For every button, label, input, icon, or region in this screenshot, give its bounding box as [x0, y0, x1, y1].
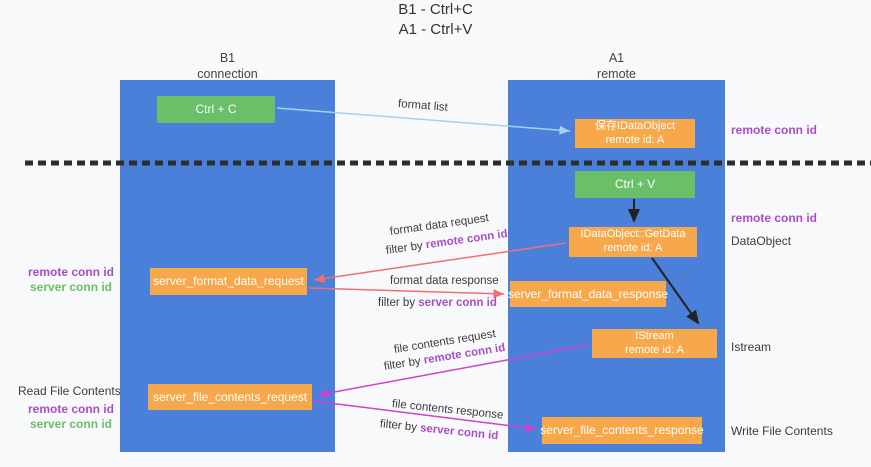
istream-annotation: Istream: [731, 340, 772, 354]
format-data-response-filter-label: filter by server conn id: [378, 297, 497, 309]
left-server-conn-id-top: server conn id: [29, 280, 113, 294]
filter-by-text: filter by: [385, 239, 427, 257]
format-data-response-arrow: [308, 287, 505, 299]
filter-by-text: filter by: [379, 418, 421, 435]
server-format-data-request-box: server_format_data_request: [150, 268, 307, 295]
right-column-name: A1: [608, 51, 625, 65]
filter-by-text: filter by: [383, 354, 425, 373]
getdata-line1: IDataObject::GetData: [580, 228, 686, 241]
save-idataobject-line1: 保存IDataObject: [594, 119, 676, 132]
title-line-2: A1 - Ctrl+V: [398, 21, 473, 39]
file-contents-response-filter-label: filter by server conn id: [379, 418, 498, 442]
right-column-subtitle: remote: [597, 67, 636, 82]
remote-conn-id-text: remote conn id: [425, 227, 509, 252]
save-idataobject-box: 保存IDataObject remote id: A: [575, 119, 695, 148]
istream-line2: remote id: A: [625, 343, 684, 356]
format-data-response-label: format data response: [390, 275, 499, 287]
server-conn-id-text: server conn id: [418, 297, 497, 309]
title-line-1: B1 - Ctrl+C: [398, 1, 473, 18]
ctrl-v-box: Ctrl + V: [575, 171, 695, 198]
filter-by-text: filter by: [378, 297, 419, 309]
format-list-label: format list: [397, 98, 449, 114]
write-file-contents-annotation: Write File Contents: [731, 424, 833, 438]
left-column-name: B1: [219, 51, 236, 65]
server-format-data-response-box: server_format_data_response: [507, 281, 669, 307]
file-contents-response-label: file contents response: [391, 398, 504, 422]
read-file-contents-annotation: Read File Contents: [18, 384, 121, 398]
right-remote-conn-id-mid: remote conn id: [731, 211, 818, 225]
istream-line1: IStream: [635, 329, 674, 342]
left-remote-conn-id-top: remote conn id: [27, 265, 114, 279]
ctrl-v-label: Ctrl + V: [614, 177, 656, 191]
server-conn-id-text: server conn id: [419, 422, 499, 443]
diagram-title: B1 - Ctrl+C A1 - Ctrl+V: [0, 0, 871, 41]
server-file-contents-request-label: server_file_contents_request: [152, 389, 308, 404]
dataobject-annotation: DataObject: [731, 234, 792, 248]
left-column-subtitle: connection: [197, 67, 258, 82]
right-column-header: A1 remote: [508, 50, 725, 83]
ctrl-c-label: Ctrl + C: [195, 102, 237, 116]
left-remote-conn-id-bottom: remote conn id: [27, 402, 114, 416]
server-format-data-request-label: server_format_data_request: [153, 274, 304, 288]
getdata-box: IDataObject::GetData remote id: A: [569, 227, 697, 257]
server-file-contents-response-box: server_file_contents_response: [540, 417, 704, 444]
save-idataobject-line2: remote id: A: [605, 133, 665, 146]
right-remote-conn-id-top: remote conn id: [731, 123, 818, 137]
server-file-contents-request-box: server_file_contents_request: [148, 384, 312, 410]
getdata-line2: remote id: A: [603, 242, 663, 254]
left-column-header: B1 connection: [120, 50, 335, 83]
server-file-contents-response-label: server_file_contents_response: [540, 423, 704, 437]
server-format-data-response-label: server_format_data_response: [507, 286, 669, 301]
istream-box: IStream remote id: A: [592, 329, 717, 358]
ctrl-c-box: Ctrl + C: [157, 96, 275, 123]
left-server-conn-id-bottom: server conn id: [29, 417, 113, 431]
